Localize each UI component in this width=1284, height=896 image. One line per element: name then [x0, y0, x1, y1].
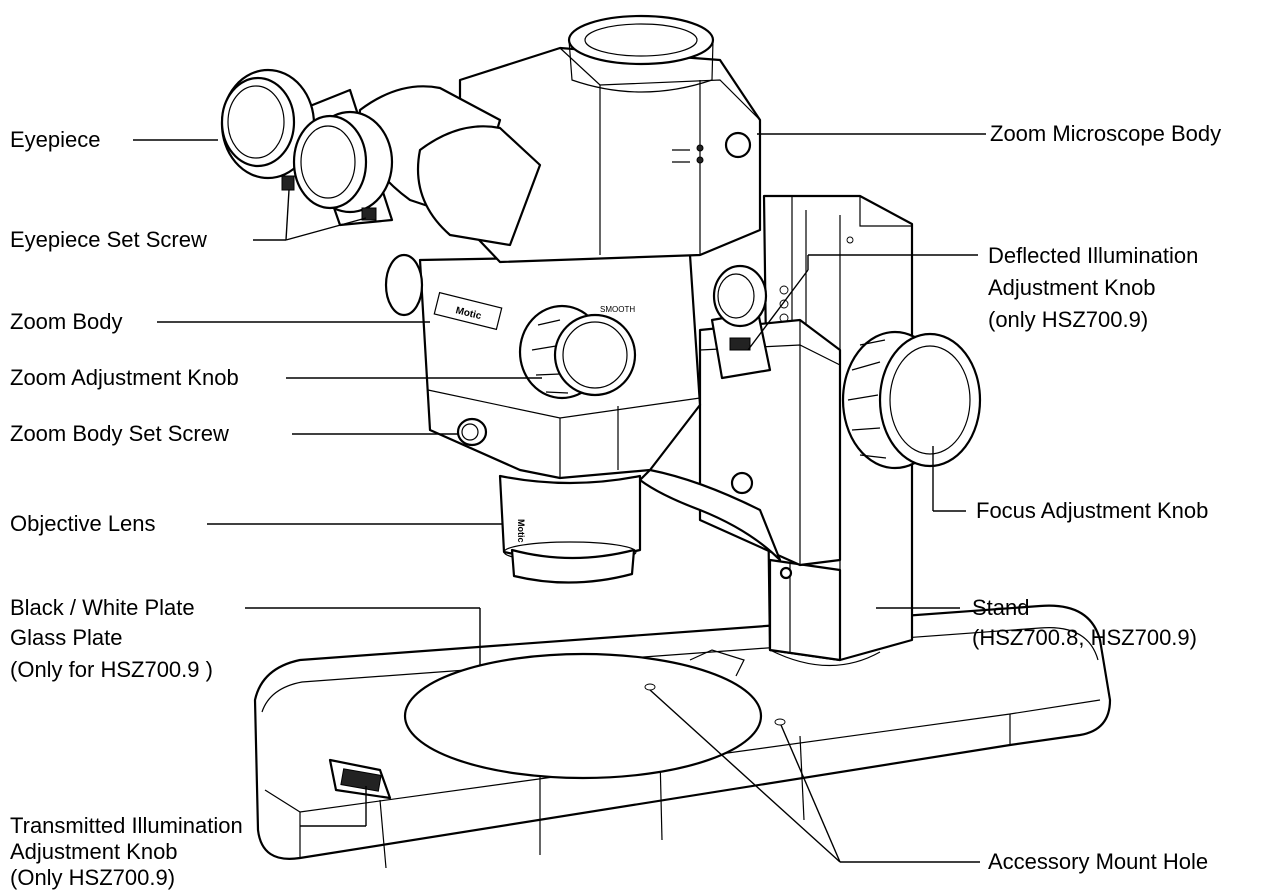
label-deflected-line3: (only HSZ700.9): [988, 307, 1149, 332]
head: [458, 14, 762, 264]
zoom-set-screw: [456, 417, 488, 447]
label-deflected-line2: Adjustment Knob: [988, 275, 1156, 300]
label-focus-adjustment-knob: Focus Adjustment Knob: [976, 498, 1209, 523]
label-plate-line1: Black / White Plate: [10, 595, 195, 620]
label-accessory-mount-hole: Accessory Mount Hole: [988, 849, 1209, 874]
zoom-knob: SMOOTH: [518, 304, 637, 400]
label-transmitted-line1: Transmitted Illumination: [10, 813, 243, 838]
label-zoom-body: Zoom Body: [10, 309, 123, 334]
svg-text:Motic: Motic: [516, 519, 526, 543]
callout-lines: [133, 133, 986, 863]
label-plate-line3: (Only for HSZ700.9 ): [10, 657, 213, 682]
label-zoom-adjustment-knob: Zoom Adjustment Knob: [10, 365, 239, 390]
focus-knob: [841, 330, 982, 470]
plate: [403, 649, 763, 780]
focus-carriage: [698, 310, 842, 567]
transmitted-knob: [328, 758, 392, 800]
mount-hole-1: [644, 683, 656, 691]
label-transmitted-line2: Adjustment Knob: [10, 839, 178, 864]
objective-lens-drawing: Motic: [498, 474, 642, 584]
eyepiece-screw-1: [281, 175, 295, 191]
label-eyepiece-set-screw: Eyepiece Set Screw: [10, 227, 207, 252]
label-stand-line2: (HSZ700.8, HSZ700.9): [972, 625, 1197, 650]
label-eyepiece: Eyepiece: [10, 127, 101, 152]
label-plate-line2: Glass Plate: [10, 625, 123, 650]
eyepiece-screw-2: [361, 207, 377, 221]
label-zoom-microscope-body: Zoom Microscope Body: [990, 121, 1222, 146]
label-objective-lens: Objective Lens: [10, 511, 156, 536]
svg-text:SMOOTH: SMOOTH: [600, 305, 635, 314]
mount-hole-2: [774, 718, 786, 726]
label-zoom-body-set-screw: Zoom Body Set Screw: [10, 421, 229, 446]
label-deflected-line1: Deflected Illumination: [988, 243, 1199, 268]
support-arm: [638, 468, 793, 580]
eyepiece-right: [292, 110, 394, 214]
deflected-knob: [712, 264, 768, 328]
eyepiece-left: [220, 68, 316, 180]
label-stand-line1: Stand: [972, 595, 1030, 620]
label-transmitted-line3: (Only HSZ700.9): [10, 865, 176, 890]
